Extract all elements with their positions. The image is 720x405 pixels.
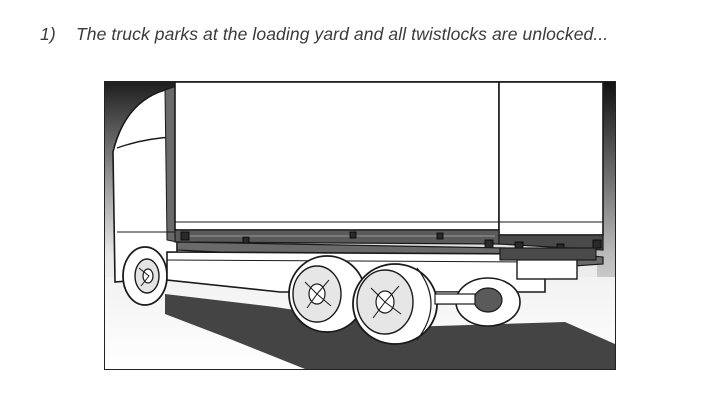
rear-axle-wheel-1 [288,255,366,333]
rear-axle [434,293,476,305]
rear-axle-wheel-2 [352,263,438,345]
front-wheel [122,246,168,306]
truck-illustration [104,81,616,370]
rear-axle-wheel-far [455,277,521,327]
caption-text: The truck parks at the loading yard and … [76,24,609,44]
step-number: 1) [40,24,56,44]
shipping-container [174,82,604,251]
truck-cab [112,84,178,283]
step-caption: 1) The truck parks at the loading yard an… [40,24,608,45]
